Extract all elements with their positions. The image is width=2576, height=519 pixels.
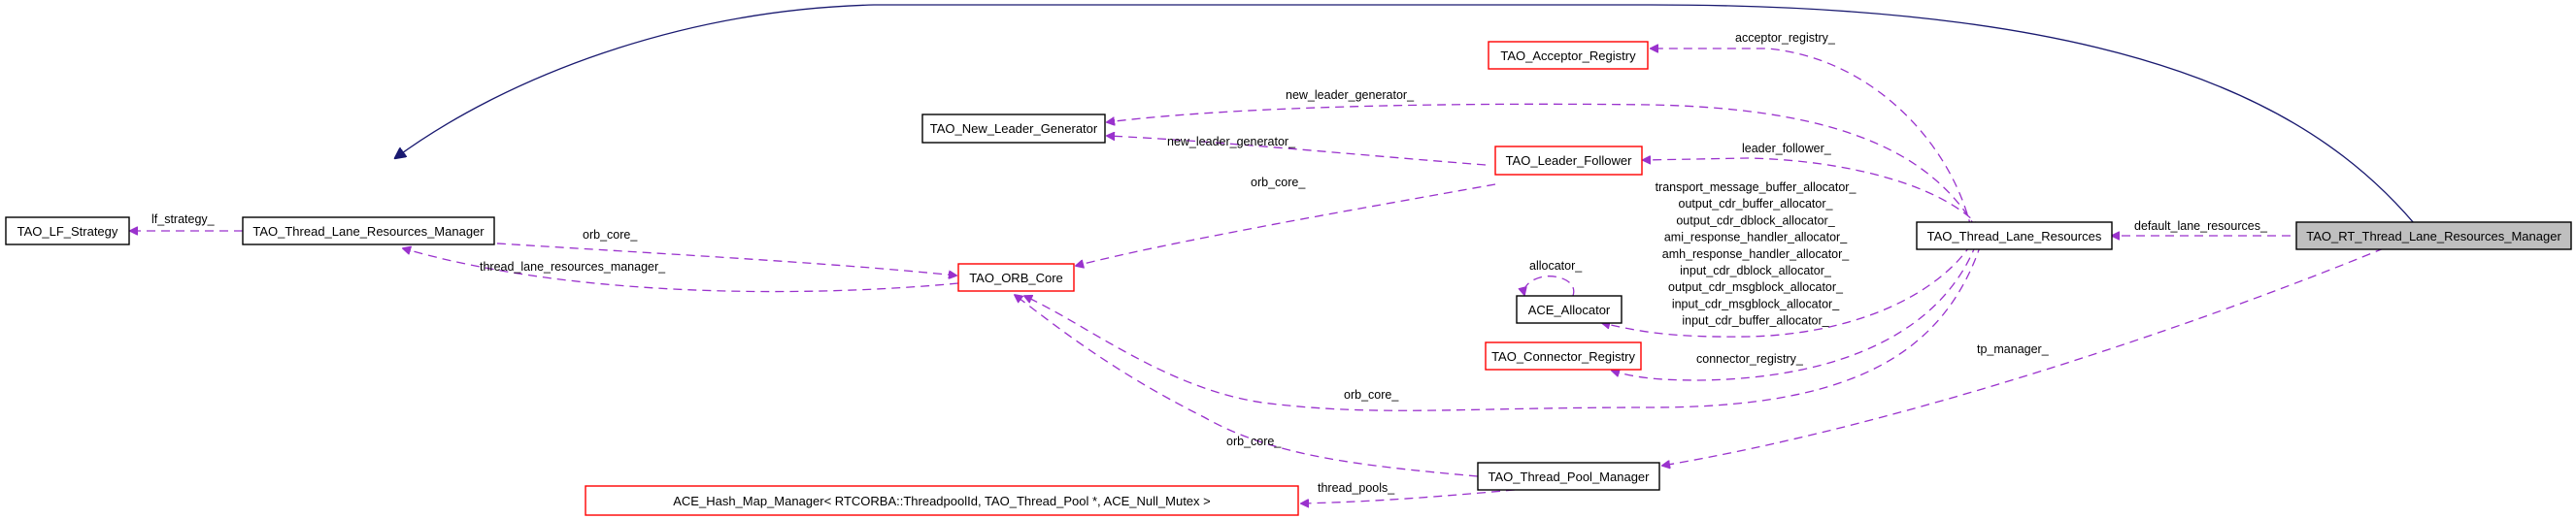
node-lf-strategy[interactable]: TAO_LF_Strategy — [5, 216, 130, 245]
edge-label-connector-registry: connector_registry_ — [1696, 352, 1804, 366]
edge-label-tlr-new-leader-generator: new_leader_generator_ — [1286, 88, 1415, 102]
edge-label-tlr-orb-core: orb_core_ — [1344, 388, 1399, 402]
node-label: TAO_Thread_Pool_Manager — [1489, 470, 1651, 484]
node-acceptor-registry[interactable]: TAO_Acceptor_Registry — [1488, 41, 1649, 70]
node-thread-lane-resources[interactable]: TAO_Thread_Lane_Resources — [1916, 221, 2113, 250]
allocator-label: input_cdr_buffer_allocator_ — [1682, 314, 1829, 328]
edge-label-allocator-self: allocator_ — [1529, 259, 1583, 273]
edge-label-thread-pools: thread_pools_ — [1318, 481, 1395, 495]
allocator-label: input_cdr_msgblock_allocator_ — [1672, 297, 1840, 310]
edge-label-tpm-orb-core: orb_core_ — [1226, 435, 1282, 448]
node-leader-follower[interactable]: TAO_Leader_Follower — [1494, 146, 1643, 176]
node-label: ACE_Hash_Map_Manager< RTCORBA::Threadpoo… — [673, 494, 1211, 508]
allocator-label: amh_response_handler_allocator_ — [1662, 247, 1851, 261]
node-label: TAO_Thread_Lane_Resources — [1927, 229, 2102, 243]
edge-label-allocators: transport_message_buffer_allocator_outpu… — [1656, 180, 1857, 328]
node-thread-pool-manager[interactable]: TAO_Thread_Pool_Manager — [1477, 462, 1660, 491]
edge-lf-orb-core — [1076, 183, 1496, 266]
node-rt-thread-lane-resources-manager[interactable]: TAO_RT_Thread_Lane_Resources_Manager — [2295, 221, 2572, 250]
edge-acceptor-registry — [1651, 49, 1972, 229]
node-label: TAO_Leader_Follower — [1506, 153, 1632, 168]
edge-tpm-orb-core — [1015, 295, 1479, 477]
edge-tlr-new-leader-generator — [1107, 103, 1977, 229]
node-orb-core[interactable]: TAO_ORB_Core — [957, 263, 1075, 292]
allocator-label: input_cdr_dblock_allocator_ — [1680, 264, 1832, 277]
edge-allocators — [1602, 243, 1972, 338]
allocator-label: ami_response_handler_allocator_ — [1664, 231, 1848, 244]
allocator-label: output_cdr_buffer_allocator_ — [1679, 197, 1834, 211]
edge-label-leader-follower: leader_follower_ — [1742, 142, 1832, 155]
allocator-label: output_cdr_msgblock_allocator_ — [1668, 280, 1844, 294]
edge-tlr-orb-core — [1024, 243, 1982, 411]
node-label: ACE_Allocator — [1528, 303, 1611, 317]
node-ace-allocator[interactable]: ACE_Allocator — [1516, 295, 1623, 324]
node-label: TAO_Thread_Lane_Resources_Manager — [252, 224, 485, 239]
node-label: TAO_Acceptor_Registry — [1500, 49, 1636, 63]
edge-label-acceptor-registry: acceptor_registry_ — [1735, 31, 1836, 45]
edge-tp-manager — [1662, 247, 2385, 466]
node-label: TAO_LF_Strategy — [17, 224, 118, 239]
edge-thread-pools — [1301, 489, 1516, 503]
edge-allocator-self — [1524, 276, 1575, 296]
allocator-label: transport_message_buffer_allocator_ — [1656, 180, 1857, 194]
node-thread-lane-resources-manager[interactable]: TAO_Thread_Lane_Resources_Manager — [242, 216, 495, 245]
node-label: TAO_ORB_Core — [969, 271, 1063, 285]
edge-label-tlrm-orb-core: orb_core_ — [583, 228, 638, 242]
edge-label-lf-new-leader-generator: new_leader_generator_ — [1167, 135, 1296, 148]
edge-label-orb-tlrm: thread_lane_resources_manager_ — [480, 260, 666, 274]
edge-label-lf-strategy: lf_strategy_ — [151, 212, 216, 226]
edge-inheritance — [395, 4, 2425, 236]
node-new-leader-generator[interactable]: TAO_New_Leader_Generator — [921, 114, 1106, 144]
node-label: TAO_Connector_Registry — [1491, 349, 1635, 364]
node-connector-registry[interactable]: TAO_Connector_Registry — [1485, 341, 1642, 371]
node-label: TAO_RT_Thread_Lane_Resources_Manager — [2306, 229, 2561, 243]
allocator-label: output_cdr_dblock_allocator_ — [1676, 213, 1835, 227]
edge-lf-new-leader-generator — [1107, 136, 1487, 166]
node-label: TAO_New_Leader_Generator — [930, 121, 1098, 136]
edge-connector-registry — [1612, 243, 1977, 381]
edge-label-lf-orb-core: orb_core_ — [1251, 176, 1306, 189]
edge-orb-tlrm — [403, 248, 959, 293]
edge-label-default-lane-resources: default_lane_resources_ — [2134, 219, 2268, 233]
edge-label-tp-manager: tp_manager_ — [1977, 342, 2050, 356]
node-hash-map-manager[interactable]: ACE_Hash_Map_Manager< RTCORBA::Threadpoo… — [585, 485, 1299, 516]
edge-leader-follower — [1643, 158, 1982, 229]
